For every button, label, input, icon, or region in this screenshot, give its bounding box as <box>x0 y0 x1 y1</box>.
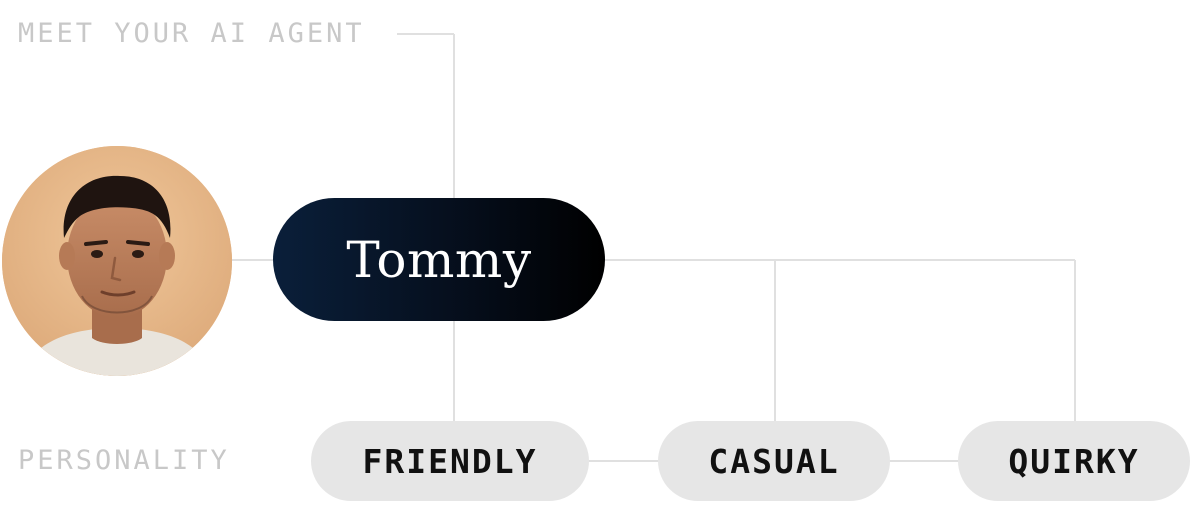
trait-label: FRIENDLY <box>362 441 538 481</box>
trait-label: CASUAL <box>708 441 840 481</box>
personality-label: PERSONALITY <box>18 445 230 476</box>
trait-pill-friendly[interactable]: FRIENDLY <box>311 421 589 501</box>
agent-avatar <box>2 146 232 376</box>
agent-name-pill[interactable]: Tommy <box>273 198 605 321</box>
agent-name: Tommy <box>346 230 532 289</box>
trait-pill-casual[interactable]: CASUAL <box>658 421 890 501</box>
person-portrait-icon <box>2 146 232 376</box>
section-title: MEET YOUR AI AGENT <box>18 18 365 49</box>
trait-pill-quirky[interactable]: QUIRKY <box>958 421 1190 501</box>
trait-label: QUIRKY <box>1008 441 1140 481</box>
